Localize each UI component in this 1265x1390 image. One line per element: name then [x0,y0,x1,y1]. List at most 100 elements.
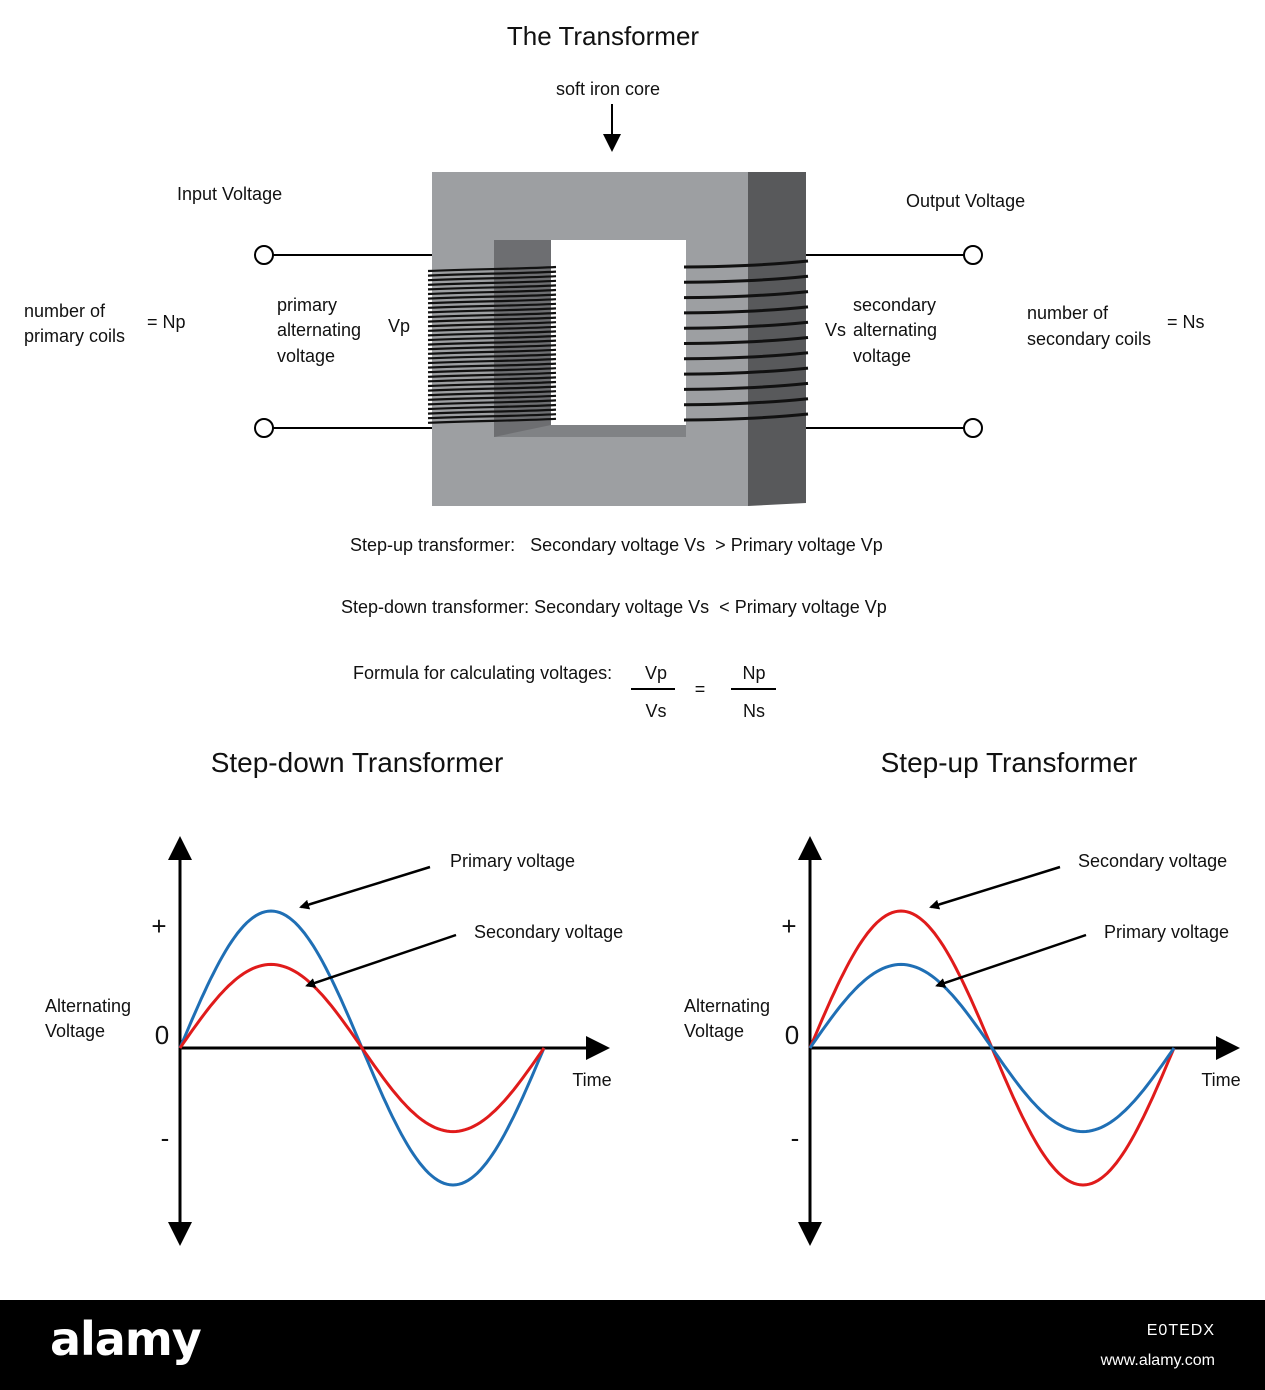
chart-axes [798,836,1240,1246]
primary-coil-turn [427,394,557,401]
primary-coils-equals-np: = Np [147,312,186,332]
primary-coil-turn [427,367,557,374]
y-axis-arrow-up [798,836,822,860]
annotation-arrow [935,933,1087,988]
y-axis-label-line1: Alternating [45,996,131,1016]
formula-equals: = [695,679,706,699]
primary-coil [427,265,557,424]
primary-coil-turn [427,275,557,282]
output-terminal-bottom[interactable] [963,418,983,438]
image-id: E0TEDX [1146,1322,1215,1339]
primary-coil-turn [427,376,557,383]
primary-coil-turn [427,385,557,392]
page-title: The Transformer [507,21,700,51]
y-zero-marker: 0 [155,1020,169,1050]
secondary-coil-turn [683,274,809,284]
x-axis-arrow [1216,1036,1240,1060]
step-up-chart: Step-up Transformer Alternating Voltage … [684,747,1241,1246]
x-axis-label: Time [572,1070,611,1090]
step-up-statement: Step-up transformer: Secondary voltage V… [350,535,883,555]
primary-coil-turn [427,413,557,420]
alamy-logo: alamy [50,1312,202,1366]
chart-annotation: Secondary voltage [1078,851,1227,871]
primary-coil-turn [427,325,557,332]
primary-coil-turn [427,380,557,388]
transformer-diagram: The Transformer soft iron core Input Vol… [24,21,1241,1246]
secondary-coil [683,259,809,422]
input-terminal-top[interactable] [254,245,274,265]
x-axis-arrow [586,1036,610,1060]
primary-coil-turn [427,344,557,351]
secondary-coil-turn [683,336,809,345]
secondary-voltage-series [178,962,546,1134]
y-axis-arrow-down [168,1222,192,1246]
output-terminal-top[interactable] [963,245,983,265]
formula-numerator-right: Np [742,663,765,683]
primary-voltage-desc-line1: primary [277,295,337,315]
primary-coil-turn [427,321,557,328]
primary-voltage-series [808,962,1176,1134]
primary-coil-turn [427,417,557,424]
y-axis-arrow-down [798,1222,822,1246]
primary-coil-turn [427,353,557,360]
secondary-voltage-symbol: Vs [825,320,846,340]
primary-coil-turn [427,348,557,355]
primary-coil-turn [427,408,557,415]
primary-coil-turn [427,311,557,319]
primary-coils-label-line1: number of [24,301,106,321]
input-voltage-label: Input Voltage [177,184,282,204]
primary-coil-turn [427,334,557,342]
primary-coil-turn [427,339,557,346]
primary-coil-turn [427,316,557,323]
y-axis-label-line2: Voltage [45,1021,105,1041]
step-down-chart-title: Step-down Transformer [211,747,504,778]
core-arrow-head [603,134,621,152]
core-front-face [432,172,748,506]
site-url[interactable]: www.alamy.com [1100,1352,1215,1369]
y-axis-arrow-up [168,836,192,860]
chart-annotation: Secondary voltage [474,922,623,942]
primary-coil-turn [427,293,557,300]
y-axis-label-line1: Alternating [684,996,770,1016]
primary-voltage-symbol: Vp [388,316,410,336]
primary-coil-turn [427,403,557,411]
secondary-coil-turn [683,320,809,330]
primary-coil-turn [427,284,557,291]
y-minus-marker: - [161,1123,170,1153]
secondary-voltage-desc-line1: secondary [853,295,936,315]
secondary-coil-turn [683,412,809,422]
primary-coil-turn [427,330,557,337]
secondary-coils-label-line2: secondary coils [1027,329,1151,349]
primary-coil-turn [427,298,557,305]
secondary-voltage-desc-line2: alternating [853,320,937,340]
annotation-arrow [929,865,1061,910]
primary-coil-turn [427,265,557,273]
secondary-coil-turn [683,305,809,315]
step-down-statement: Step-down transformer: Secondary voltage… [341,597,887,617]
x-axis-label: Time [1201,1070,1240,1090]
primary-coil-turn [427,390,557,397]
secondary-coil-turn [683,397,809,407]
secondary-coil-turn [683,366,809,376]
footer-bar: alamy E0TEDX www.alamy.com [0,1300,1265,1390]
primary-coil-turn [427,270,557,277]
primary-coil-turn [427,307,557,314]
formula-numerator-left: Vp [645,663,667,683]
secondary-coil-turn [683,351,809,361]
y-minus-marker: - [791,1123,800,1153]
input-terminal-bottom[interactable] [254,418,274,438]
y-plus-marker: + [781,911,796,941]
secondary-coil-turn [683,290,809,300]
formula-label: Formula for calculating voltages: [353,663,612,683]
primary-voltage-desc-line3: voltage [277,346,335,366]
core-window-inner-bottom [494,425,686,437]
annotation-arrow [305,933,457,988]
primary-coils-label-line2: primary coils [24,326,125,346]
annotation-arrow [299,865,431,910]
formula-denominator-left: Vs [645,701,666,721]
secondary-coils-equals-ns: = Ns [1167,312,1205,332]
primary-voltage-desc-line2: alternating [277,320,361,340]
chart-axes [168,836,610,1246]
y-plus-marker: + [151,911,166,941]
step-up-chart-title: Step-up Transformer [881,747,1138,778]
